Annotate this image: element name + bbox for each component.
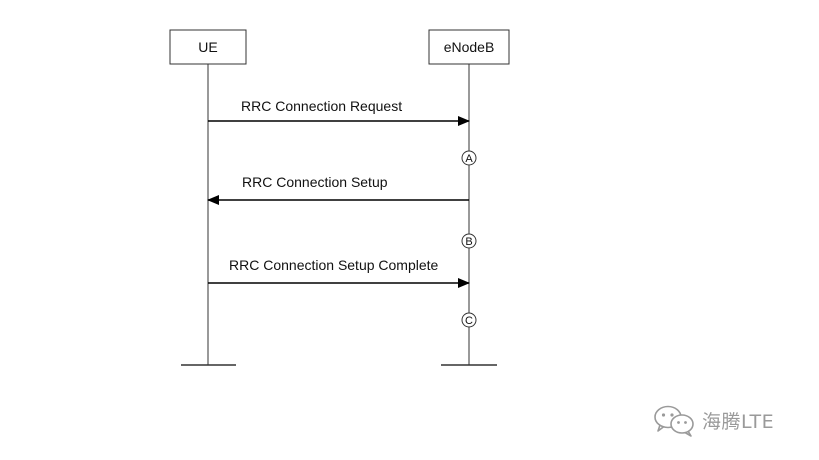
entity-enodeb: eNodeB xyxy=(428,29,510,366)
watermark: 海腾LTE xyxy=(652,402,774,438)
watermark-text: 海腾LTE xyxy=(702,410,775,433)
marker-label-a: A xyxy=(465,153,473,165)
state-marker-c: C xyxy=(461,312,477,328)
message-rrc-connection-setup: RRC Connection Setup xyxy=(207,174,469,205)
state-marker-b: B xyxy=(461,233,477,249)
entity-label-ue: UE xyxy=(198,39,217,55)
message-label-setup: RRC Connection Setup xyxy=(242,174,388,190)
message-label-setup-complete: RRC Connection Setup Complete xyxy=(229,257,439,273)
entity-ue: UE xyxy=(169,29,247,366)
message-rrc-connection-setup-complete: RRC Connection Setup Complete xyxy=(208,257,470,288)
marker-label-c: C xyxy=(465,315,473,327)
entity-box-enodeb xyxy=(428,29,510,65)
marker-circle-a xyxy=(461,150,477,166)
entity-label-enodeb: eNodeB xyxy=(444,39,495,55)
marker-circle-b xyxy=(461,233,477,249)
entity-box-ue xyxy=(169,29,247,65)
state-marker-a: A xyxy=(461,150,477,166)
message-rrc-connection-request: RRC Connection Request xyxy=(208,98,470,126)
message-label-request: RRC Connection Request xyxy=(241,98,402,114)
marker-label-b: B xyxy=(465,236,472,248)
marker-circle-c xyxy=(461,312,477,328)
wechat-icon xyxy=(654,405,694,437)
